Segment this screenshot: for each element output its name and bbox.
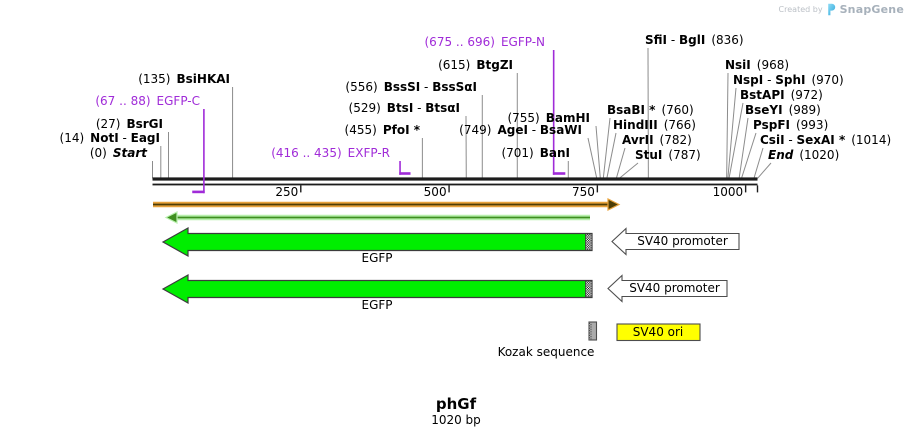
site-label-bsrgi[interactable]: (27)BsrGI <box>95 117 163 131</box>
site-label-btsi-bts-i[interactable]: (529)BtsI - BtsαI <box>348 101 460 115</box>
callout-line-nsii <box>726 72 729 179</box>
site-label-bseyi[interactable]: BseYI(989) <box>745 103 821 117</box>
callout-line-end <box>757 162 772 179</box>
callout-line-agei-bsawi <box>587 137 598 179</box>
callout-line-pspfi <box>741 132 757 179</box>
ruler-tick-750 <box>596 185 599 193</box>
callout-line-bstapi <box>728 102 744 179</box>
primer-label-exfp-r[interactable]: (416 .. 435)EXFP-R <box>271 146 390 160</box>
plasmid-length: 1020 bp <box>431 413 481 427</box>
feature-box-sv40-ori[interactable] <box>616 323 701 342</box>
feature-arrow-sv40-promoter-2[interactable] <box>607 274 728 303</box>
orf-reverse-arrow[interactable] <box>164 211 590 224</box>
site-label-avrii[interactable]: AvrII(782) <box>622 133 692 147</box>
site-label-hindiii[interactable]: HindIII(766) <box>613 118 696 132</box>
site-label-bsssi-bsss-i[interactable]: (556)BssSI - BssSαI <box>345 80 477 94</box>
callout-line-bseyi <box>738 117 749 179</box>
ruler-tick-label-1000: 1000 <box>712 185 744 199</box>
site-label-bsihkai[interactable]: (135)BsiHKAI <box>138 72 230 86</box>
map-backbone-line <box>152 177 758 181</box>
ruler-tick-1000 <box>744 185 747 193</box>
snapgene-wordmark: SnapGene <box>839 3 904 16</box>
primer-label-egfp-n[interactable]: (675 .. 696)EGFP-N <box>424 35 546 49</box>
site-label-pfoi[interactable]: (455)PfoI * <box>344 123 420 137</box>
site-label-agei-bsawi[interactable]: (749)AgeI - BsaWI <box>459 123 582 137</box>
ruler-line <box>152 183 758 186</box>
site-label-bani[interactable]: (701)BanI <box>501 146 570 160</box>
callout-line-nspi-sphi <box>727 87 737 179</box>
primer-mark-egfp-n[interactable] <box>552 50 566 175</box>
primer-label-egfp-c[interactable]: (67 .. 88)EGFP-C <box>95 94 200 108</box>
callout-line-bamhi <box>595 125 601 179</box>
site-label-nsii[interactable]: NsiI(968) <box>725 58 790 72</box>
title-block: phGf 1020 bp <box>0 396 912 427</box>
callout-line-stui <box>618 162 639 179</box>
ruler-tick-label-500: 500 <box>423 185 447 199</box>
feature-label-sv40-promoter-2: SV40 promoter <box>629 280 720 295</box>
snapgene-logo-icon <box>827 3 835 16</box>
site-label-pspfi[interactable]: PspFI(993) <box>753 118 829 132</box>
feature-label-sv40-ori: SV40 ori <box>632 325 684 339</box>
feature-label-sv40-promoter-1: SV40 promoter <box>637 233 728 248</box>
orf-forward-arrow[interactable] <box>153 198 621 211</box>
ruler-tick-label-750: 750 <box>571 185 595 199</box>
site-label-bstapi[interactable]: BstAPI(972) <box>740 88 823 102</box>
ruler-tick-label-250: 250 <box>275 185 299 199</box>
feature-box-kozak-sequence[interactable] <box>588 321 598 341</box>
primer-mark-exfp-r[interactable] <box>399 161 411 175</box>
callout-line-hindiii <box>606 132 617 179</box>
site-label-stui[interactable]: StuI(787) <box>635 148 701 162</box>
feature-label-egfp-1: EGFP <box>361 251 393 265</box>
feature-label-kozak-sequence: Kozak sequence <box>497 345 595 359</box>
callout-line-avrii <box>615 147 626 179</box>
feature-arrow-egfp-2[interactable] <box>161 273 593 305</box>
feature-arrow-egfp-1[interactable] <box>161 226 593 258</box>
site-label-sfii-bgli[interactable]: SfiI - BglI(836) <box>645 33 744 47</box>
site-label-csii-sexai[interactable]: CsiI - SexAI *(1014) <box>760 133 892 147</box>
created-by-text: Created by <box>778 5 823 14</box>
callout-line-bsabi <box>602 117 611 179</box>
site-label-bsabi[interactable]: BsaBI *(760) <box>607 103 694 117</box>
site-label-start[interactable]: (0)Start <box>89 146 147 160</box>
plasmid-title: phGf <box>435 395 477 413</box>
site-label-bamhi[interactable]: (755)BamHI <box>507 111 590 125</box>
snapgene-credit: Created by SnapGene <box>779 3 904 16</box>
feature-arrow-sv40-promoter-1[interactable] <box>611 227 740 256</box>
site-label-noti-eagi[interactable]: (14)NotI - EagI <box>59 131 160 145</box>
primer-mark-egfp-c[interactable] <box>192 109 205 194</box>
site-label-end[interactable]: End(1020) <box>768 148 840 162</box>
site-label-nspi-sphi[interactable]: NspI - SphI(970) <box>733 73 844 87</box>
ruler-tick-500 <box>448 185 450 193</box>
callout-line-csii-sexai <box>753 147 764 179</box>
ruler-tick-250 <box>300 185 302 193</box>
ruler-tick-1020 <box>756 185 759 193</box>
site-label-btgzi[interactable]: (615)BtgZI <box>438 58 513 72</box>
feature-label-egfp-2: EGFP <box>361 298 393 312</box>
